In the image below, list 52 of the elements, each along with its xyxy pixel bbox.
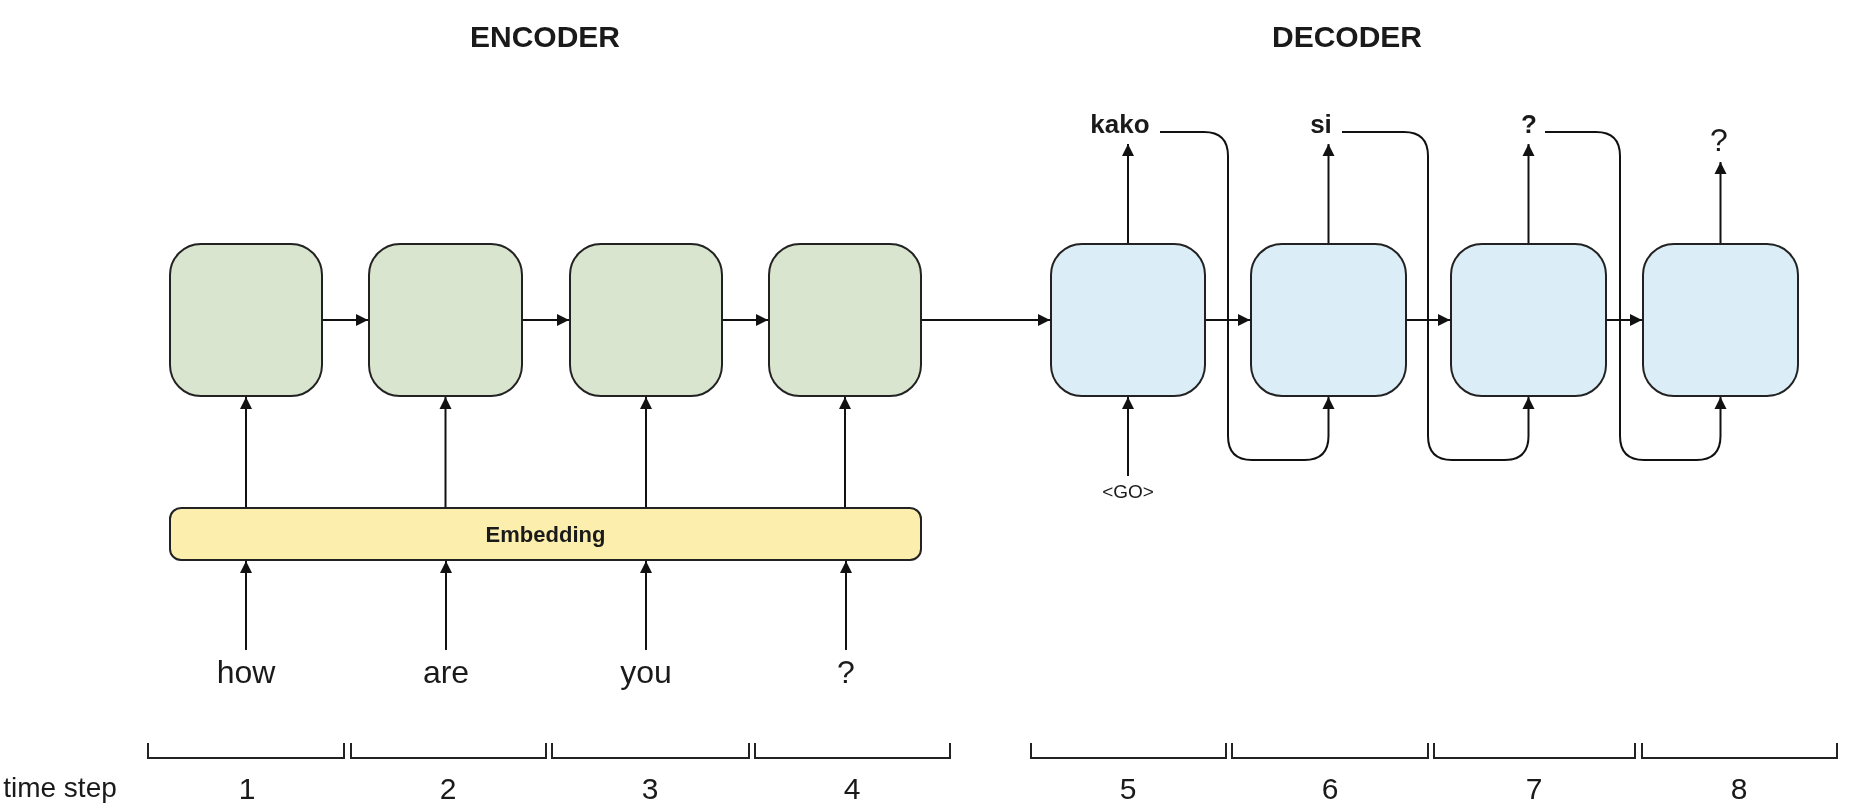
arrow bbox=[1122, 396, 1134, 477]
arrow bbox=[1341, 131, 1535, 461]
section-heading: DECODER bbox=[1272, 18, 1422, 55]
encoder-cell bbox=[768, 243, 922, 397]
arrow bbox=[1205, 314, 1251, 326]
start-token: <GO> bbox=[1093, 476, 1163, 508]
encoder-cell bbox=[169, 243, 323, 397]
arrow bbox=[322, 314, 369, 326]
arrow bbox=[840, 560, 852, 651]
decoder-cell bbox=[1450, 243, 1607, 397]
word-text: ? bbox=[806, 650, 886, 694]
arrow bbox=[1159, 131, 1335, 461]
output-word: ? bbox=[1513, 104, 1545, 144]
section-heading: ENCODER bbox=[470, 18, 620, 55]
word-text: how bbox=[206, 650, 286, 694]
time-step-number: 7 bbox=[1525, 770, 1543, 807]
encoder-cell bbox=[569, 243, 723, 397]
decoder-cell bbox=[1250, 243, 1407, 397]
arrow bbox=[522, 314, 570, 326]
arrow bbox=[839, 396, 851, 508]
arrow bbox=[640, 560, 652, 651]
output-word: kako bbox=[1080, 104, 1160, 144]
time-step-number: 4 bbox=[843, 770, 861, 807]
arrow bbox=[1322, 143, 1335, 244]
arrow bbox=[439, 396, 452, 508]
arrow bbox=[240, 560, 252, 651]
word-text: you bbox=[606, 650, 686, 694]
decoder-cell bbox=[1050, 243, 1206, 397]
arrow bbox=[1122, 143, 1134, 244]
arrow bbox=[722, 314, 769, 326]
arrow bbox=[921, 314, 1051, 326]
time-step-number: 6 bbox=[1321, 770, 1339, 807]
time-step-number: 5 bbox=[1119, 770, 1137, 807]
arrow bbox=[240, 396, 252, 508]
output-word: si bbox=[1300, 104, 1342, 144]
arrow bbox=[1714, 161, 1727, 244]
time-step-number: 8 bbox=[1730, 770, 1748, 807]
time-step-number: 2 bbox=[439, 770, 457, 807]
encoder-cell bbox=[368, 243, 523, 397]
time-step-number: 3 bbox=[641, 770, 659, 807]
arrow bbox=[1544, 131, 1727, 461]
arrow bbox=[1406, 314, 1451, 326]
arrow bbox=[440, 560, 452, 651]
axis-label: time step bbox=[3, 771, 117, 805]
arrow bbox=[640, 396, 652, 508]
decoder-cell bbox=[1642, 243, 1799, 397]
arrow bbox=[1522, 143, 1535, 244]
time-step-number: 1 bbox=[238, 770, 256, 807]
word-text: ? bbox=[1703, 118, 1735, 162]
word-text: are bbox=[406, 650, 486, 694]
embedding-bar: Embedding bbox=[169, 507, 922, 561]
arrow bbox=[1606, 314, 1643, 326]
